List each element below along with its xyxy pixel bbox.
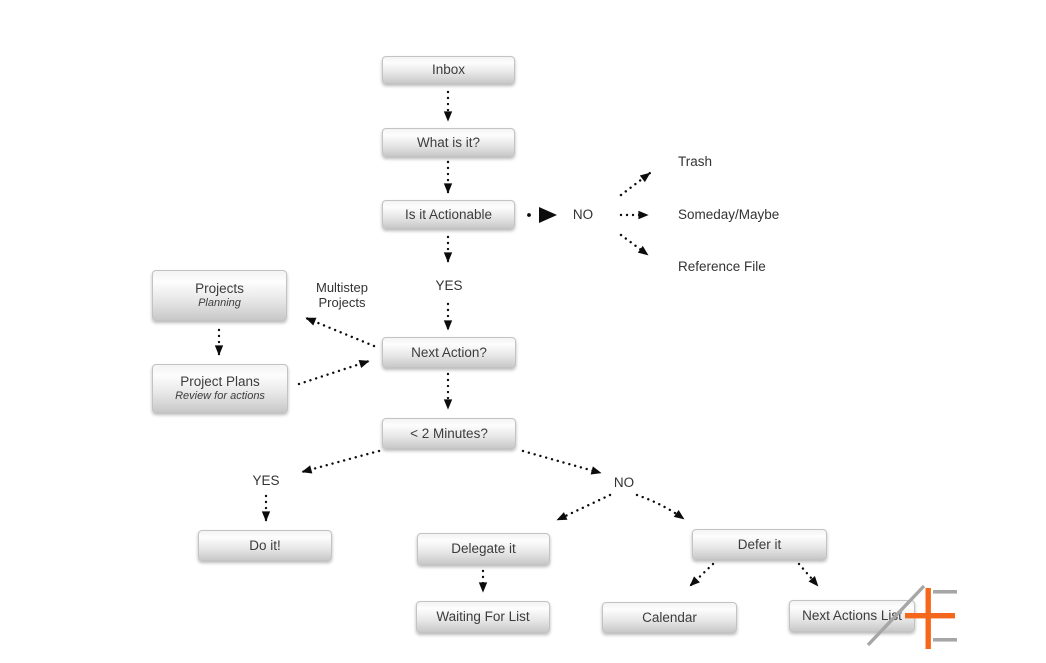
node-two-minutes-label: < 2 Minutes? bbox=[410, 425, 488, 441]
node-do-it-label: Do it! bbox=[249, 537, 281, 553]
label-two-minutes-no: NO bbox=[613, 475, 635, 491]
logo-cross-vertical bbox=[925, 588, 931, 649]
node-project-plans-sublabel: Review for actions bbox=[175, 390, 265, 403]
arrow-no-to-defer bbox=[635, 493, 686, 521]
node-next-action-label: Next Action? bbox=[411, 344, 487, 360]
arrow-no-to-referencefile bbox=[619, 233, 650, 257]
label-someday-maybe: Someday/Maybe bbox=[678, 207, 780, 223]
label-two-minutes-yes: YES bbox=[252, 473, 280, 489]
node-is-it-actionable: Is it Actionable bbox=[382, 200, 515, 229]
node-inbox-label: Inbox bbox=[431, 62, 466, 78]
node-waiting-for-list: Waiting For List bbox=[416, 601, 550, 633]
logo-top-bar bbox=[933, 590, 957, 594]
node-project-plans: Project Plans Review for actions bbox=[152, 364, 288, 413]
node-projects-label: Projects bbox=[195, 280, 244, 296]
arrow-twominutes-to-yes bbox=[300, 449, 381, 474]
arrow-defer-to-nextactionslist bbox=[797, 562, 820, 588]
node-next-action: Next Action? bbox=[382, 337, 516, 368]
arrow-no-to-trash bbox=[619, 171, 652, 197]
label-multistep-projects: Multistep Projects bbox=[315, 280, 369, 310]
arrow-defer-to-calendar bbox=[688, 562, 715, 588]
node-do-it: Do it! bbox=[198, 530, 332, 561]
node-waiting-for-list-label: Waiting For List bbox=[436, 609, 530, 625]
arrow-actionable-to-no-head bbox=[539, 207, 557, 223]
label-reference-file: Reference File bbox=[678, 259, 766, 275]
node-projects: Projects Planning bbox=[152, 270, 287, 321]
node-projects-sublabel: Planning bbox=[198, 297, 241, 310]
node-delegate-it-label: Delegate it bbox=[451, 541, 516, 557]
label-trash: Trash bbox=[678, 154, 713, 170]
arrow-no-to-delegate bbox=[555, 493, 612, 522]
arrow-actionable-to-no-dot bbox=[527, 213, 531, 217]
logo-bottom-bar bbox=[933, 638, 957, 642]
label-actionable-yes: YES bbox=[435, 278, 463, 294]
node-project-plans-label: Project Plans bbox=[180, 373, 260, 389]
node-next-actions-list: Next Actions List bbox=[789, 600, 915, 632]
node-calendar: Calendar bbox=[602, 602, 737, 633]
node-is-it-actionable-label: Is it Actionable bbox=[404, 206, 493, 222]
node-delegate-it: Delegate it bbox=[417, 533, 550, 565]
node-two-minutes: < 2 Minutes? bbox=[382, 418, 516, 449]
node-calendar-label: Calendar bbox=[642, 609, 697, 625]
node-inbox: Inbox bbox=[382, 56, 515, 84]
label-actionable-no: NO bbox=[572, 207, 594, 223]
arrow-nextaction-to-projects bbox=[304, 316, 376, 348]
node-what-is-it-label: What is it? bbox=[416, 134, 481, 150]
node-defer-it-label: Defer it bbox=[737, 536, 782, 552]
arrow-twominutes-to-no bbox=[521, 449, 603, 475]
node-next-actions-list-label: Next Actions List bbox=[802, 608, 902, 624]
node-defer-it: Defer it bbox=[692, 529, 827, 560]
arrow-projectplans-to-nextaction bbox=[297, 359, 371, 386]
node-what-is-it: What is it? bbox=[382, 128, 515, 157]
